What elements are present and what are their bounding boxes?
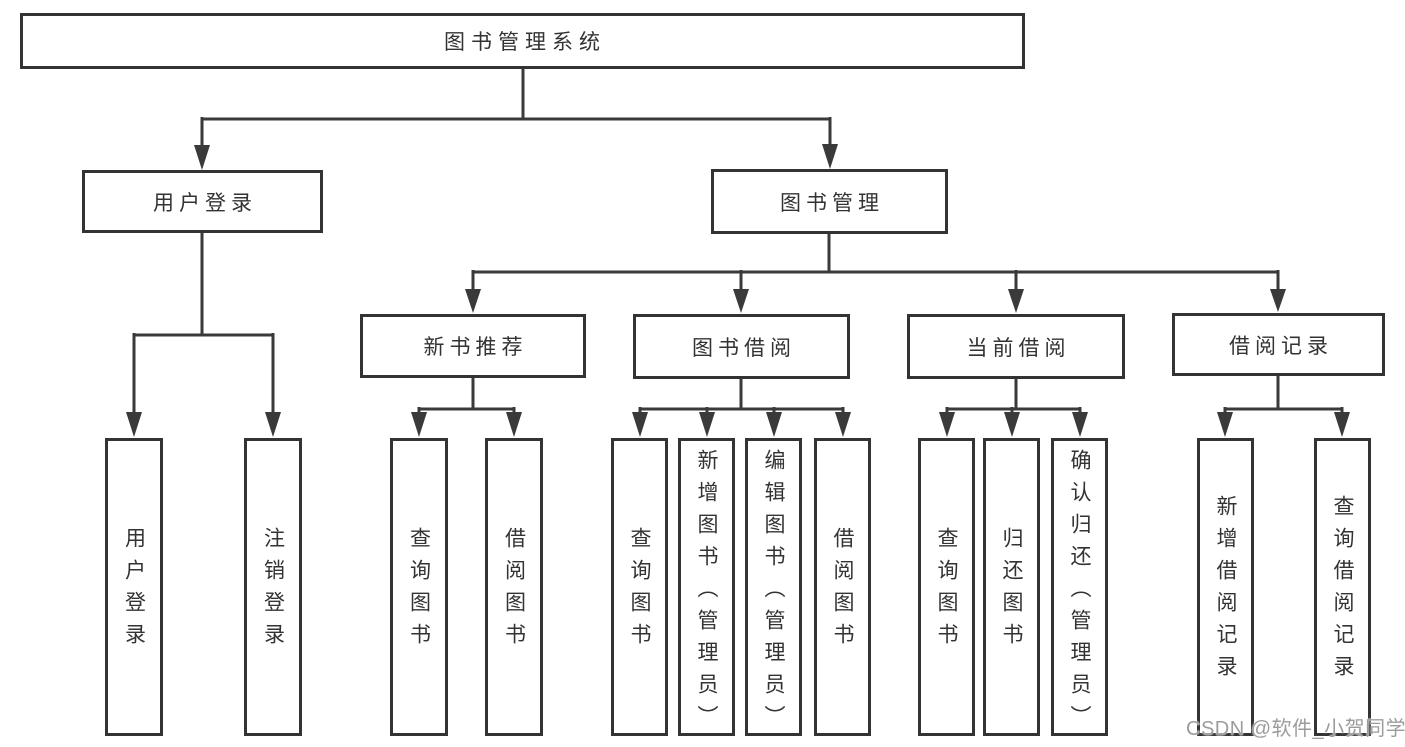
node-root-system: 图书管理系统 xyxy=(20,13,1025,69)
connectors-new-book xyxy=(411,378,522,437)
node-borrowing-records: 借阅记录 xyxy=(1172,313,1385,376)
leaf-current-confirm-return-admin: 确认归还（管理员） xyxy=(1051,438,1108,737)
leaf-newbook-query-books: 查询图书 xyxy=(390,438,448,736)
connectors-root xyxy=(194,68,838,170)
leaf-record-query: 查询借阅记录 xyxy=(1314,438,1371,736)
node-current-borrowing: 当前借阅 xyxy=(907,314,1125,379)
leaf-newbook-borrow-books: 借阅图书 xyxy=(485,438,543,736)
connectors-book-borrow xyxy=(632,379,851,437)
leaf-borrow-edit-books-admin: 编辑图书（管理员） xyxy=(745,438,802,737)
leaf-borrow-lend-books: 借阅图书 xyxy=(814,438,871,736)
connectors-book-mgmt xyxy=(465,234,1286,313)
leaf-current-query-books: 查询图书 xyxy=(918,438,975,736)
leaf-current-return-books: 归还图书 xyxy=(983,438,1040,736)
node-new-book-recommend: 新书推荐 xyxy=(360,314,586,378)
node-book-management: 图书管理 xyxy=(711,169,948,234)
leaf-borrow-add-books-admin: 新增图书（管理员） xyxy=(678,438,735,737)
connectors-user-login xyxy=(126,233,281,437)
connectors-borrow-record xyxy=(1217,376,1350,437)
leaf-record-add: 新增借阅记录 xyxy=(1197,438,1254,736)
leaf-borrow-query-books: 查询图书 xyxy=(611,438,668,736)
leaf-logout: 注销登录 xyxy=(244,438,302,736)
leaf-user-login: 用户登录 xyxy=(105,438,163,736)
connectors-current-borrow xyxy=(939,379,1088,437)
node-user-login: 用户登录 xyxy=(82,170,323,233)
csdn-watermark: CSDN @软件_小贺同学 xyxy=(1186,718,1405,740)
node-book-borrowing: 图书借阅 xyxy=(633,314,850,379)
